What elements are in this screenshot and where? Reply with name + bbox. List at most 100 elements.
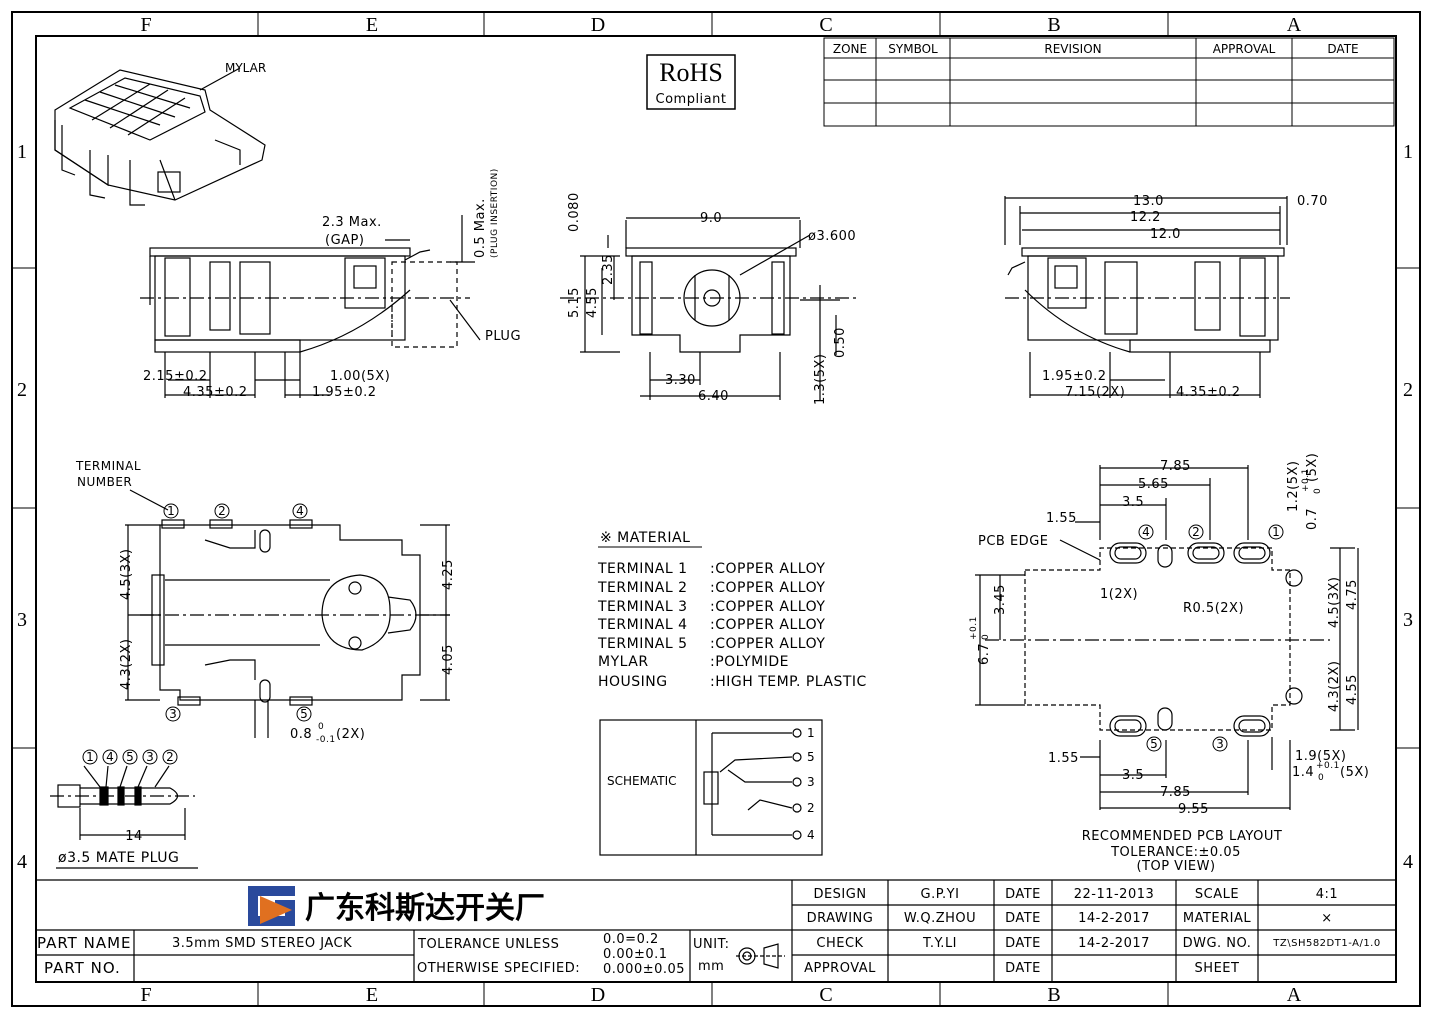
bottom-view (125, 489, 450, 738)
zone-col-top: C (819, 14, 832, 36)
material-name: TERMINAL 1 (597, 561, 688, 577)
terminal-label: TERMINAL (75, 459, 141, 473)
tb-role: DRAWING (807, 911, 874, 926)
zone-col-top: F (140, 14, 151, 36)
pcb-s2: 1.4 (1292, 765, 1314, 780)
rear-w1: 13.0 (1133, 194, 1164, 209)
front-r1: 0.50 (833, 327, 848, 358)
plug-number: 2 (166, 750, 174, 764)
bottom-w1-tol-top: 0 (318, 722, 324, 732)
pcb-v6: 4.55 (1345, 674, 1360, 705)
rohs-title: RoHS (659, 58, 723, 87)
pcb-top-w2: 5.65 (1138, 477, 1169, 492)
tb-key: SHEET (1195, 961, 1240, 976)
plug-label: PLUG (485, 329, 521, 344)
isometric-view (54, 67, 266, 206)
zone-col-bottom: C (819, 984, 832, 1006)
zone-col-bottom: A (1287, 984, 1302, 1006)
terminal-number-1: 1 (167, 504, 175, 518)
bottom-r2: 4.05 (441, 644, 456, 675)
company-name: 广东科斯达开关厂 (305, 891, 545, 926)
zone-row-left: 3 (17, 609, 27, 631)
material-value: :COPPER ALLOY (710, 636, 825, 652)
pcb-s2-suffix: (5X) (1340, 765, 1369, 780)
schematic-label: SCHEMATIC (607, 774, 676, 788)
plug-number: 5 (126, 750, 134, 764)
rev-header-revision: REVISION (1044, 42, 1101, 56)
terminal-number-2: 2 (218, 504, 226, 518)
part-name-value: 3.5mm SMD STEREO JACK (172, 936, 352, 951)
zone-row-right: 1 (1403, 141, 1413, 163)
material-value: :COPPER ALLOY (710, 599, 825, 615)
unit-label: UNIT: (693, 937, 729, 952)
pcb-v3: 4.5(3X) (1327, 577, 1342, 629)
rev-header-zone: ZONE (833, 42, 867, 56)
schematic-pin: 4 (807, 828, 815, 842)
zone-row-right: 2 (1403, 379, 1413, 401)
unit-value: mm (698, 959, 724, 974)
pcb-r2-tol: +0.1 (1301, 468, 1311, 492)
front-diameter: ø3.600 (808, 229, 856, 244)
zone-col-bottom: B (1047, 984, 1060, 1006)
rev-header-approval: APPROVAL (1213, 42, 1276, 56)
tb-date-label: DATE (1005, 887, 1041, 902)
bottom-w1-suffix: (2X) (336, 727, 365, 742)
material-value: :COPPER ALLOY (710, 561, 825, 577)
material-name: TERMINAL 2 (597, 580, 688, 596)
pcb-r2-suffix: (5X) (1305, 453, 1320, 482)
side-dim-2: 4.35±0.2 (183, 385, 248, 400)
tb-date: 22-11-2013 (1074, 887, 1155, 902)
pcb-v2-tol: +0.1 (969, 616, 979, 640)
pcb-edge-label: PCB EDGE (978, 534, 1048, 549)
tolerance-label-2: OTHERWISE SPECIFIED: (417, 961, 580, 976)
pcb-r1: 1.2(5X) (1286, 461, 1301, 513)
sheet-border (11, 11, 1421, 1007)
pcb-bot-w1: 1.55 (1048, 751, 1079, 766)
tolerance-label-1: TOLERANCE UNLESS (417, 937, 559, 952)
zone-row-right: 4 (1403, 851, 1413, 873)
material-name: MYLAR (598, 654, 649, 670)
pcb-r2: 0.7 (1305, 508, 1320, 530)
part-no-label: PART NO. (44, 959, 121, 977)
tb-value: TZ\SH582DT1-A/1.0 (1272, 938, 1380, 949)
tb-person: W.Q.ZHOU (904, 911, 976, 926)
pcb-v4: 4.75 (1345, 579, 1360, 610)
front-h-small: 0.080 (567, 192, 582, 232)
tolerance-value-3: 0.000±0.05 (603, 962, 685, 977)
pcb-v2: 6.7 (977, 643, 992, 665)
terminal-label-2: NUMBER (77, 475, 132, 489)
material-value: :POLYMIDE (710, 654, 789, 670)
tolerance-value-2: 0.00±0.1 (603, 947, 668, 962)
pcb-pad-number-3: 3 (1216, 737, 1224, 751)
tb-date-label: DATE (1005, 961, 1041, 976)
front-view (560, 217, 860, 400)
tb-date: 14-2-2017 (1078, 936, 1150, 951)
tb-role: DESIGN (813, 887, 866, 902)
zone-col-top: B (1047, 14, 1060, 36)
rear-w2: 12.2 (1130, 210, 1161, 225)
tb-key: SCALE (1195, 887, 1239, 902)
title-block (36, 879, 1396, 982)
rear-view (1004, 196, 1290, 398)
terminal-number-3: 3 (169, 707, 177, 721)
zone-col-top: A (1287, 14, 1302, 36)
gap-dim: 2.3 Max. (322, 215, 382, 230)
bottom-w1-tol-bot: -0.1 (316, 735, 336, 745)
front-h2: 4.55 (585, 287, 600, 318)
rev-header-symbol: SYMBOL (888, 42, 938, 56)
pcb-tolerance: TOLERANCE:±0.05 (1110, 845, 1241, 860)
pcb-v2-tol2: 0 (981, 634, 991, 640)
terminal-number-4: 4 (296, 504, 304, 518)
material-value: :HIGH TEMP. PLASTIC (710, 674, 867, 690)
tb-value: 4:1 (1316, 887, 1338, 902)
mate-plug-label: ø3.5 MATE PLUG (58, 850, 179, 866)
front-h3: 2.35 (601, 254, 616, 285)
bottom-h2: 4.3(2X) (119, 639, 134, 691)
pcb-r2-tol2: 0 (1313, 488, 1323, 494)
material-name: TERMINAL 4 (597, 617, 688, 633)
pcb-pad-number-2: 2 (1192, 525, 1200, 539)
pcb-1-2x: 1(2X) (1100, 587, 1138, 602)
side-dim-3: 1.00(5X) (330, 369, 390, 384)
rear-d3: 4.35±0.2 (1176, 385, 1241, 400)
pcb-bot-w3: 7.85 (1160, 785, 1191, 800)
